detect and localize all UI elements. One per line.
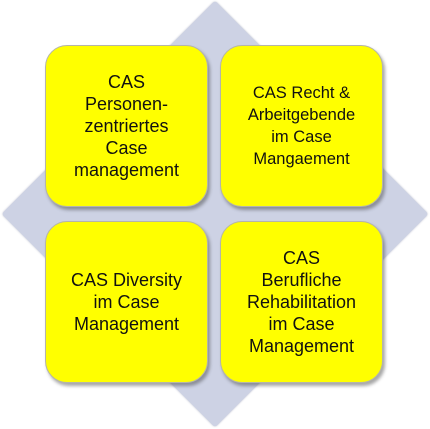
box-text: CAS Diversity im Case Management xyxy=(71,269,182,335)
box-line: zentriertes xyxy=(84,116,169,136)
box-line: Management xyxy=(73,314,180,334)
box-line: im Case xyxy=(93,292,160,312)
box-text: CAS Recht & Arbeitgebende im Case Mangae… xyxy=(248,82,355,170)
box-text: CAS Personen- zentriertes Case managemen… xyxy=(74,71,179,181)
cas-box-diversity: CAS Diversity im Case Management xyxy=(45,221,208,383)
box-line: im Case xyxy=(271,128,332,146)
box-line: Management xyxy=(248,336,355,356)
box-line: Personen- xyxy=(84,94,169,114)
cas-box-berufliche-rehabilitation: CAS Berufliche Rehabilitation im Case Ma… xyxy=(220,221,383,383)
box-line: Berufliche xyxy=(261,270,342,290)
box-line: CAS xyxy=(282,248,320,268)
cas-box-personenzentriertes-case-management: CAS Personen- zentriertes Case managemen… xyxy=(45,45,208,207)
box-line: Mangaement xyxy=(253,150,350,168)
box-line: CAS Diversity xyxy=(70,270,182,290)
cas-box-recht-arbeitgebende: CAS Recht & Arbeitgebende im Case Mangae… xyxy=(220,45,383,207)
box-text: CAS Berufliche Rehabilitation im Case Ma… xyxy=(247,247,356,357)
box-line: Case xyxy=(105,138,148,158)
box-line: Arbeitgebende xyxy=(247,106,356,124)
box-line: Rehabilitation xyxy=(246,292,357,312)
box-line: CAS xyxy=(107,72,145,92)
box-line: management xyxy=(73,160,180,180)
box-line: CAS Recht & xyxy=(252,84,351,102)
box-line: im Case xyxy=(268,314,335,334)
